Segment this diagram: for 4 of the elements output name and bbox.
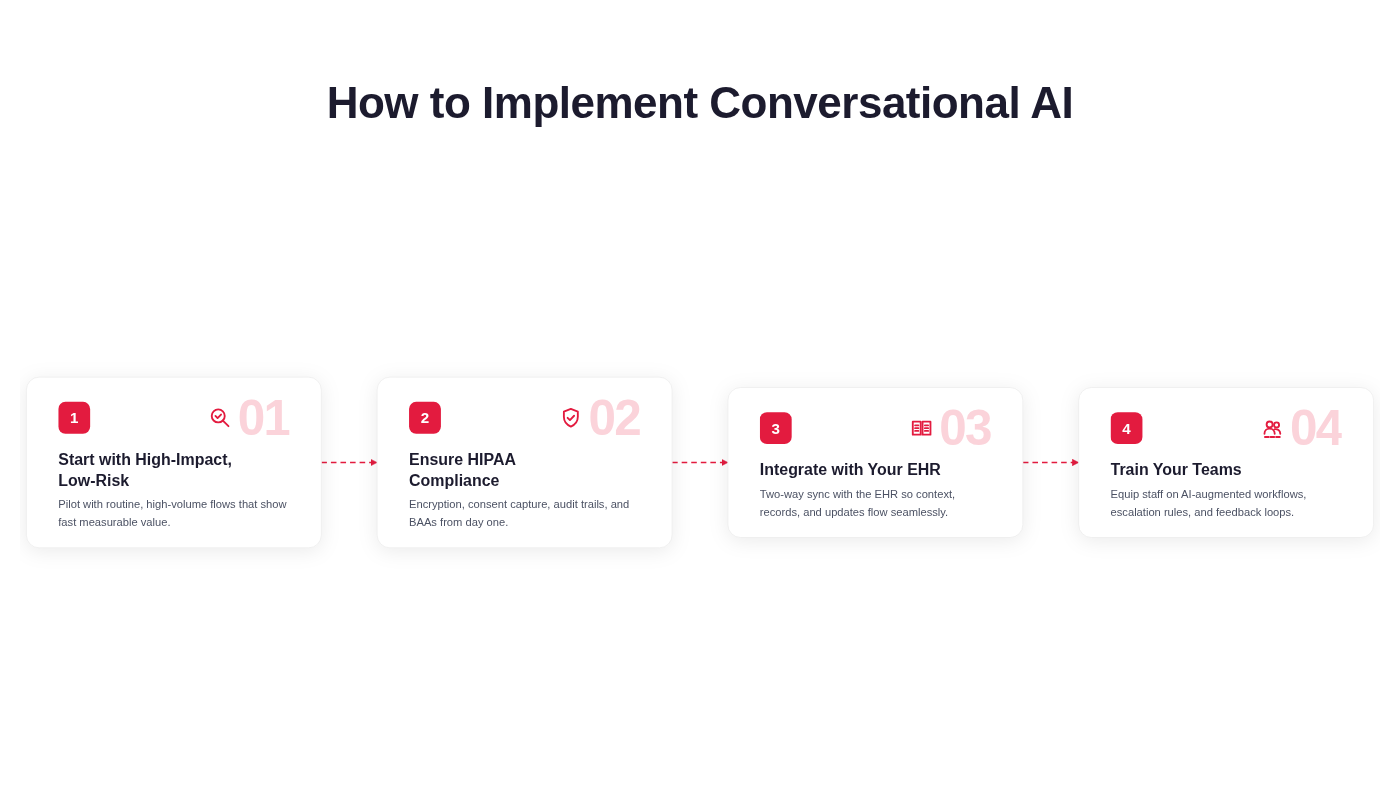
- arrow: [320, 459, 378, 466]
- arrow: [1022, 459, 1079, 466]
- title: How to Implement Conversational AI: [325, 78, 1075, 128]
- arrow: [671, 459, 729, 466]
